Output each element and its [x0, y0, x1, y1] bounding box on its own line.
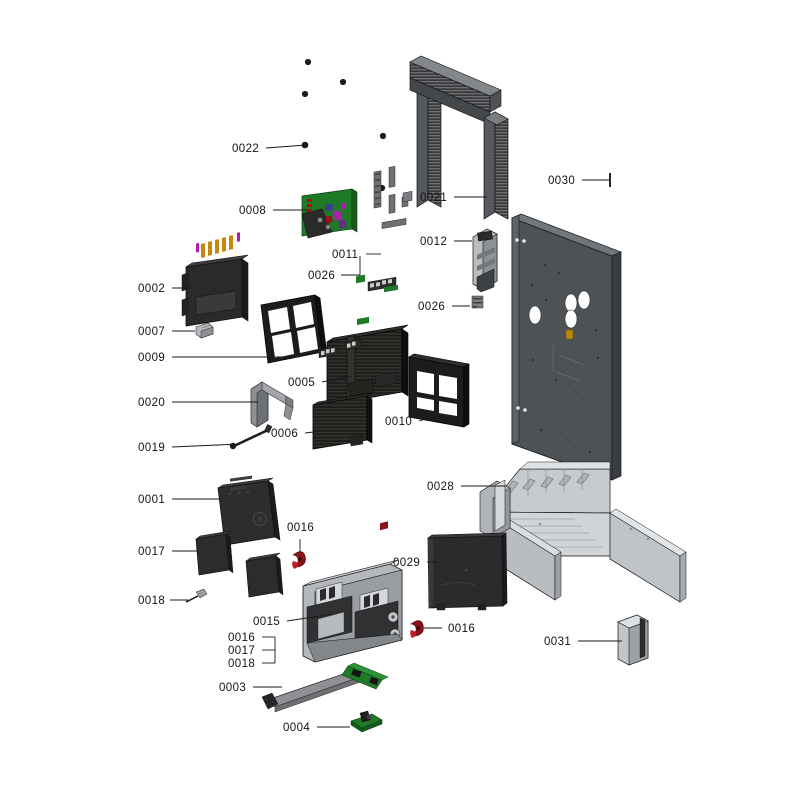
part-0016-impeller-a: [292, 551, 306, 569]
callout-label-0001[interactable]: 0001: [138, 494, 165, 506]
leader-line-0010: [418, 414, 441, 422]
leader-line-0015: [286, 613, 334, 622]
callout-label-0016b[interactable]: 0016: [228, 632, 255, 644]
callout-label-0030[interactable]: 0030: [548, 175, 575, 187]
leader-line-0022: [265, 144, 307, 149]
part-0001-cover-plate: [217, 475, 281, 546]
part-0029-dark-door-panel: [427, 532, 508, 611]
part-0005-radiator-module-large: [326, 274, 409, 406]
leader-line-0005: [321, 375, 353, 383]
part-0021-heatsink-frame: [409, 55, 509, 220]
callout-label-0017b[interactable]: 0017: [228, 645, 255, 657]
callout-label-0017[interactable]: 0017: [138, 546, 165, 558]
callout-label-0022[interactable]: 0022: [232, 143, 259, 155]
callout-labels: 0022000800020007000900200019000100170018…: [138, 143, 575, 734]
callout-label-0008[interactable]: 0008: [239, 205, 266, 217]
callout-leaders: [170, 144, 622, 728]
callout-label-0003[interactable]: 0003: [219, 682, 246, 694]
callout-label-0015[interactable]: 0015: [253, 616, 280, 628]
callout-label-0006[interactable]: 0006: [271, 428, 298, 440]
part-0022-screw-set: [301, 58, 387, 192]
part-0026-pin-header-small: [402, 191, 413, 203]
leader-line-0019: [171, 443, 241, 448]
callout-label-0011[interactable]: 0011: [332, 249, 358, 261]
part-back-panel: [511, 213, 622, 481]
part-0020-bracket-arm: [250, 381, 294, 428]
part-0017-filter-plate-a: [195, 530, 234, 576]
callout-label-0019[interactable]: 0019: [138, 442, 165, 454]
part-0010-grille-frame-small: [408, 353, 470, 428]
part-0019-antenna-cable: [229, 424, 273, 450]
callout-label-0016a[interactable]: 0016: [287, 522, 314, 534]
callout-label-0028[interactable]: 0028: [427, 481, 454, 493]
callout-label-0004[interactable]: 0004: [283, 722, 310, 734]
callout-label-0005[interactable]: 0005: [288, 377, 315, 389]
part-0004-sensor-board: [350, 710, 383, 733]
callout-label-0031[interactable]: 0031: [544, 636, 571, 648]
callout-label-0012[interactable]: 0012: [420, 236, 447, 248]
callout-label-0018[interactable]: 0018: [138, 595, 165, 607]
leader-line-0026a: [341, 256, 361, 276]
part-0028-tray-chassis: [479, 461, 687, 603]
callout-label-0016c[interactable]: 0016: [448, 623, 475, 635]
part-0011-pin-headers: [373, 166, 409, 229]
part-0002-connector-module: [181, 232, 249, 327]
callout-label-0009[interactable]: 0009: [138, 352, 165, 364]
callout-label-0029[interactable]: 0029: [393, 557, 420, 569]
part-0003-ribbon-cable: [261, 662, 389, 713]
part-0026-pin-header-small-2: [471, 295, 484, 309]
callout-label-0026a[interactable]: 0026: [308, 270, 335, 282]
part-0031-power-brick: [617, 614, 649, 666]
callout-label-0020[interactable]: 0020: [138, 397, 165, 409]
callout-label-0010[interactable]: 0010: [385, 416, 412, 428]
callout-label-0002[interactable]: 0002: [138, 283, 165, 295]
part-0012-pump-unit: [472, 228, 498, 293]
part-0009-grille-frame-large: [260, 294, 328, 364]
part-0007-small-connector: [195, 322, 214, 339]
callout-label-0021[interactable]: 0021: [420, 192, 447, 204]
leader-line-0006: [304, 429, 331, 434]
part-0017-filter-plate-b: [245, 552, 284, 598]
part-0016-impeller-b: [410, 620, 424, 638]
part-0015-main-chassis-module: [302, 521, 403, 663]
part-0008-control-pcb: [301, 188, 358, 239]
callout-label-0026b[interactable]: 0026: [418, 301, 445, 313]
part-0006-radiator-module-small: [312, 339, 373, 450]
part-0018-small-clip: [185, 588, 208, 603]
callout-label-0018b[interactable]: 0018: [228, 658, 255, 670]
callout-label-0007[interactable]: 0007: [138, 326, 165, 338]
